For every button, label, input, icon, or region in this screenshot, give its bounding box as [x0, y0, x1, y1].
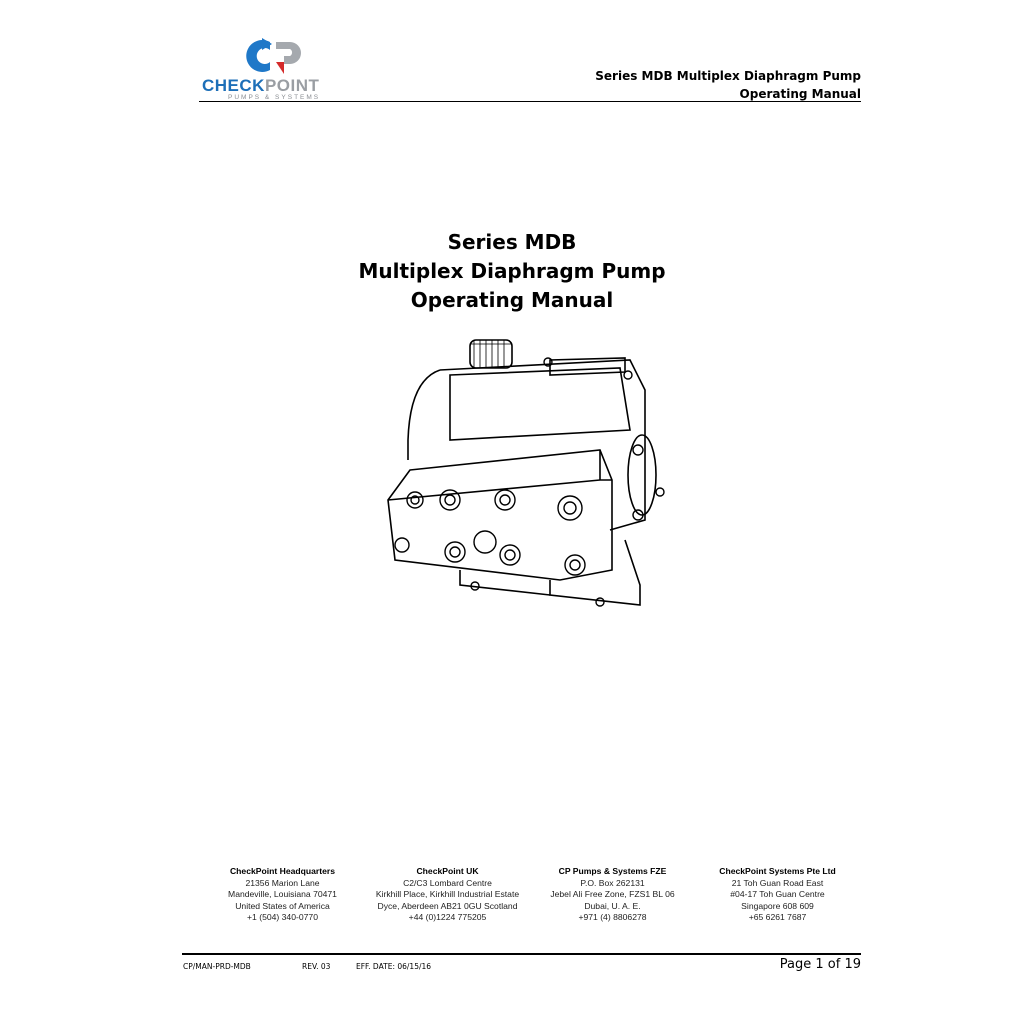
- title-line-2: Multiplex Diaphragm Pump: [358, 259, 666, 283]
- office-phone: +1 (504) 340-0770: [247, 912, 318, 923]
- header-rule: [199, 101, 861, 102]
- office-uk: CheckPoint UK C2/C3 Lombard Centre Kirkh…: [365, 866, 530, 924]
- logo-word-check: CHECK: [202, 76, 265, 95]
- office-line: Kirkhill Place, Kirkhill Industrial Esta…: [375, 889, 520, 900]
- title-line-3: Operating Manual: [410, 288, 614, 312]
- document-title: Series MDB Multiplex Diaphragm Pump Oper…: [0, 228, 1024, 315]
- office-phone: +971 (4) 8806278: [578, 912, 647, 923]
- header-line-2: Operating Manual: [739, 87, 861, 101]
- office-addresses: CheckPoint Headquarters 21356 Marion Lan…: [200, 866, 860, 924]
- office-line: Mandeville, Louisiana 70471: [228, 889, 337, 900]
- doc-id: CP/MAN-PRD-MDB: [183, 962, 251, 971]
- office-line: C2/C3 Lombard Centre: [403, 877, 492, 888]
- office-phone: +44 (0)1224 775205: [408, 912, 487, 923]
- logo-tagline: PUMPS & SYSTEMS: [228, 94, 321, 101]
- page-number: Page 1 of 19: [779, 957, 861, 972]
- office-name: CheckPoint Systems Pte Ltd: [719, 866, 836, 876]
- office-line: Jebel Ali Free Zone, FZS1 BL 06: [550, 889, 675, 900]
- revision: REV. 03: [302, 962, 331, 971]
- checkpoint-logo: CHECKPOINT PUMPS & SYSTEMS: [200, 36, 345, 102]
- office-line: 21356 Marion Lane: [245, 877, 320, 888]
- pump-illustration: [387, 339, 665, 607]
- office-singapore: CheckPoint Systems Pte Ltd 21 Toh Guan R…: [695, 866, 860, 924]
- office-name: CheckPoint Headquarters: [229, 866, 336, 876]
- office-line: Dubai, U. A. E.: [584, 900, 641, 911]
- office-phone: +65 6261 7687: [748, 912, 807, 923]
- office-line: United States of America: [235, 900, 330, 911]
- office-line: P.O. Box 262131: [580, 877, 645, 888]
- header-line-1: Series MDB Multiplex Diaphragm Pump: [595, 69, 861, 83]
- office-line: Singapore 608 609: [741, 900, 814, 911]
- footer-rule: [182, 953, 861, 955]
- office-headquarters: CheckPoint Headquarters 21356 Marion Lan…: [200, 866, 365, 924]
- office-name: CheckPoint UK: [416, 866, 479, 876]
- effective-date: EFF. DATE: 06/15/16: [356, 962, 432, 971]
- title-line-1: Series MDB: [447, 230, 577, 254]
- office-name: CP Pumps & Systems FZE: [558, 866, 667, 876]
- office-line: Dyce, Aberdeen AB21 0GU Scotland: [377, 900, 518, 911]
- logo-word-point: POINT: [264, 76, 320, 95]
- office-line: 21 Toh Guan Road East: [731, 877, 824, 888]
- office-line: #04-17 Toh Guan Centre: [730, 889, 825, 900]
- office-fze: CP Pumps & Systems FZE P.O. Box 262131 J…: [530, 866, 695, 924]
- cp-logo-mark-icon: [246, 38, 301, 74]
- running-header: Series MDB Multiplex Diaphragm Pump Oper…: [595, 67, 861, 103]
